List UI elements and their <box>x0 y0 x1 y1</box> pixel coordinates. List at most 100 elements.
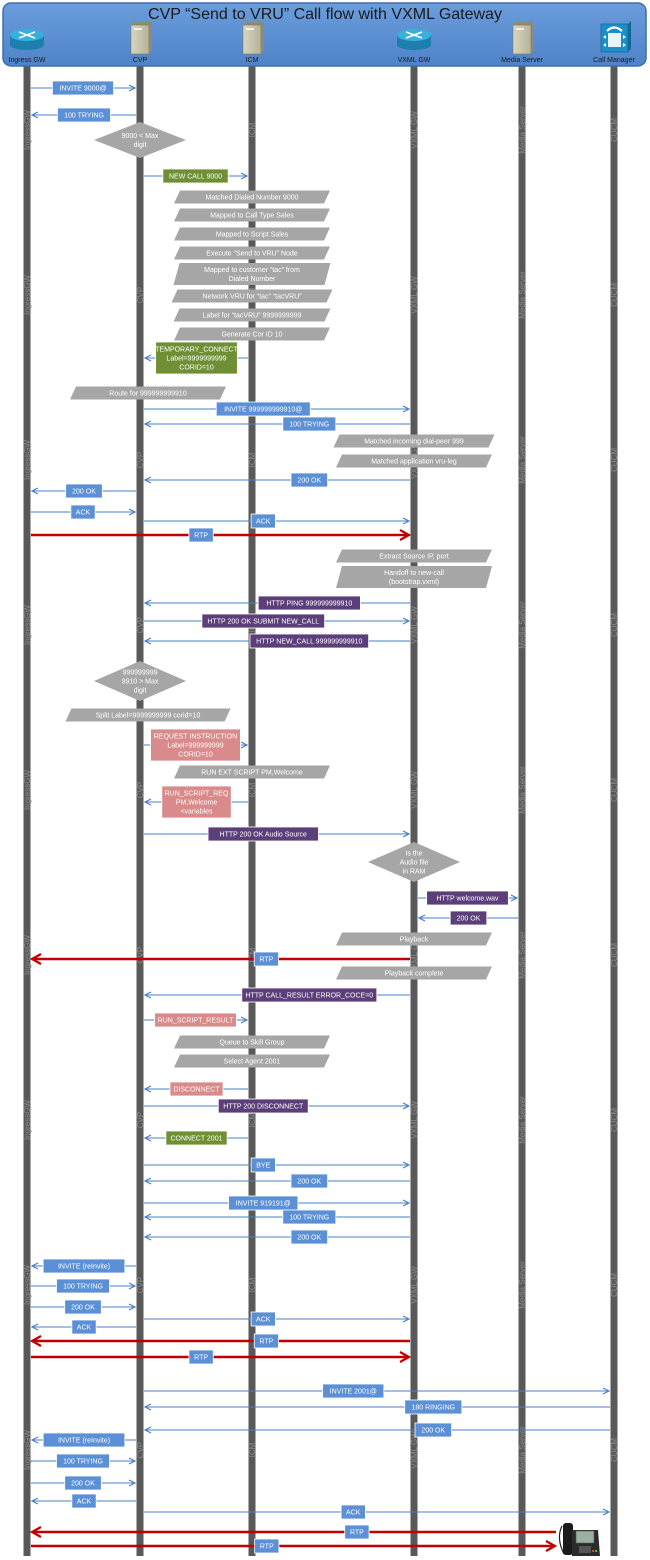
step-msg: 200 OK <box>31 1475 135 1491</box>
message-label: ACK <box>256 1317 271 1324</box>
step-msg: HTTP 200 DISCONNECT <box>144 1098 409 1114</box>
lane-label: Media Server <box>518 1096 527 1144</box>
lane-label: Media Server <box>518 931 527 979</box>
step-note: Split Label=9999999999 corid=10 <box>65 708 231 722</box>
step-msg: INVITE 999999999910@ <box>144 401 409 417</box>
lane-label: Media Server <box>518 436 527 484</box>
message-label: 200 OK <box>421 1428 445 1435</box>
step-note: Extract Source IP, port <box>336 549 492 563</box>
process-note-shape <box>174 227 330 241</box>
lane-label: IngressGW <box>23 605 32 645</box>
message-label-box <box>290 1229 328 1245</box>
server-icon <box>130 22 152 55</box>
message-label: RTP <box>259 957 273 964</box>
lane-label: IngressGW <box>23 1265 32 1305</box>
process-note-text: Execute “Send to VRU” Node <box>206 251 298 258</box>
lifeline-cvp: CVPCVPCVPCVPCVPCVPCVPCVPCVP <box>136 66 145 1556</box>
message-label: BYE <box>256 1163 270 1170</box>
lifeline-bar <box>518 66 526 1556</box>
message-label: REQUEST INSTRUCTION <box>154 734 238 741</box>
process-note-text: Generate Cor ID 10 <box>221 332 282 339</box>
process-note-shape <box>174 327 330 341</box>
process-note-text: Handoff to new-call <box>384 570 444 577</box>
message-label: HTTP welcome.wav <box>436 896 499 903</box>
participant-icm: ICM <box>242 22 264 64</box>
message-label-box <box>344 1524 370 1540</box>
decision-text: digit <box>134 688 147 695</box>
message-label-box <box>188 1349 214 1365</box>
message-label: ACK <box>256 519 271 526</box>
message-label-box <box>165 1130 228 1146</box>
message-label-box <box>42 1258 126 1274</box>
step-msg: 180 RINGING <box>145 1399 610 1415</box>
process-note-shape <box>173 263 331 285</box>
participant-vxml: VXML GW <box>397 29 431 64</box>
header-banner <box>2 2 647 67</box>
step-msg: 200 OK <box>419 910 518 926</box>
message-label-box <box>65 483 103 499</box>
message-label-box <box>241 987 378 1003</box>
step-msg: 100 TRYING <box>32 107 136 123</box>
lane-label: IngressGW <box>23 440 32 480</box>
step-msg: 200 OK <box>145 472 410 488</box>
message-label: CONNECT 2001 <box>170 1136 222 1143</box>
lane-label: CVP <box>136 1442 145 1458</box>
lane-label: CUCM <box>610 613 619 637</box>
process-note-shape <box>336 549 492 563</box>
message-label: HTTP CALL_RESULT ERROR_COCE=0 <box>245 993 373 1000</box>
message-label-box <box>155 341 238 375</box>
step-msg: 200 OK <box>145 1173 410 1189</box>
diagram-header: CVP “Send to VRU” Call flow with VXML Ga… <box>2 2 647 67</box>
lane-label: CVP <box>136 452 145 468</box>
decision-text: 999999999 <box>122 670 157 677</box>
message-label-box <box>71 1319 97 1335</box>
step-note: Route for 999999999910 <box>70 386 226 400</box>
step-note: Select Agent 2001 <box>174 1054 330 1068</box>
process-note-shape <box>333 434 495 448</box>
step-msg: DISCONNECT <box>145 1081 248 1097</box>
participant-label: Call Manager <box>593 57 635 64</box>
message-label: RTP <box>194 1355 208 1362</box>
lane-label: Media Server <box>518 601 527 649</box>
message-label: 100 TRYING <box>64 113 104 120</box>
lane-label: CVP <box>136 617 145 633</box>
message-label: 200 OK <box>72 489 96 496</box>
message-label: 100 TRYING <box>63 1459 103 1466</box>
process-note-shape <box>65 708 231 722</box>
step-msg: RUN_SCRIPT_RESULT <box>144 1012 247 1028</box>
step-msg: ACK <box>31 504 135 520</box>
message-label: RTP <box>350 1530 364 1537</box>
lane-label: ICM <box>248 1112 257 1127</box>
lifeline-bar <box>410 66 418 1556</box>
step-note: Execute “Send to VRU” Node <box>174 246 330 260</box>
step-msg: HTTP CALL_RESULT ERROR_COCE=0 <box>145 987 410 1003</box>
participant-label: Ingress GW <box>9 57 46 64</box>
message-label: RUN_SCRIPT_RESULT <box>158 1018 234 1025</box>
message-label-box <box>322 1383 385 1399</box>
message-label-box <box>71 1493 97 1509</box>
lane-label: CUCM <box>610 778 619 802</box>
message-label-box <box>56 1453 110 1469</box>
lane-label: IngressGW <box>23 935 32 975</box>
message-label: Label=999999999 <box>167 743 223 750</box>
step-msg: ACK <box>32 1493 136 1509</box>
process-note-text: Mapped to Script Sales <box>216 232 289 239</box>
process-note-shape <box>336 454 492 468</box>
process-note-text: Matched incoming dial-peer 999 <box>364 439 464 446</box>
message-label-box <box>426 890 509 906</box>
participant-label: Media Server <box>501 57 543 64</box>
message-label-box <box>42 1432 126 1448</box>
process-note-text: Extract Source IP, port <box>379 554 449 561</box>
step-note: Matched application vru-leg <box>336 454 492 468</box>
step-msg: ACK <box>144 1311 409 1327</box>
lane-label: IngressGW <box>23 110 32 150</box>
lane-label: ICM <box>248 122 257 137</box>
message-label-box <box>253 1333 279 1349</box>
lane-label: CUCM <box>610 283 619 307</box>
message-label: INVITE 999999999910@ <box>224 407 302 414</box>
process-note-text: RUN EXT SCRIPT PM,Welcome <box>201 770 303 777</box>
